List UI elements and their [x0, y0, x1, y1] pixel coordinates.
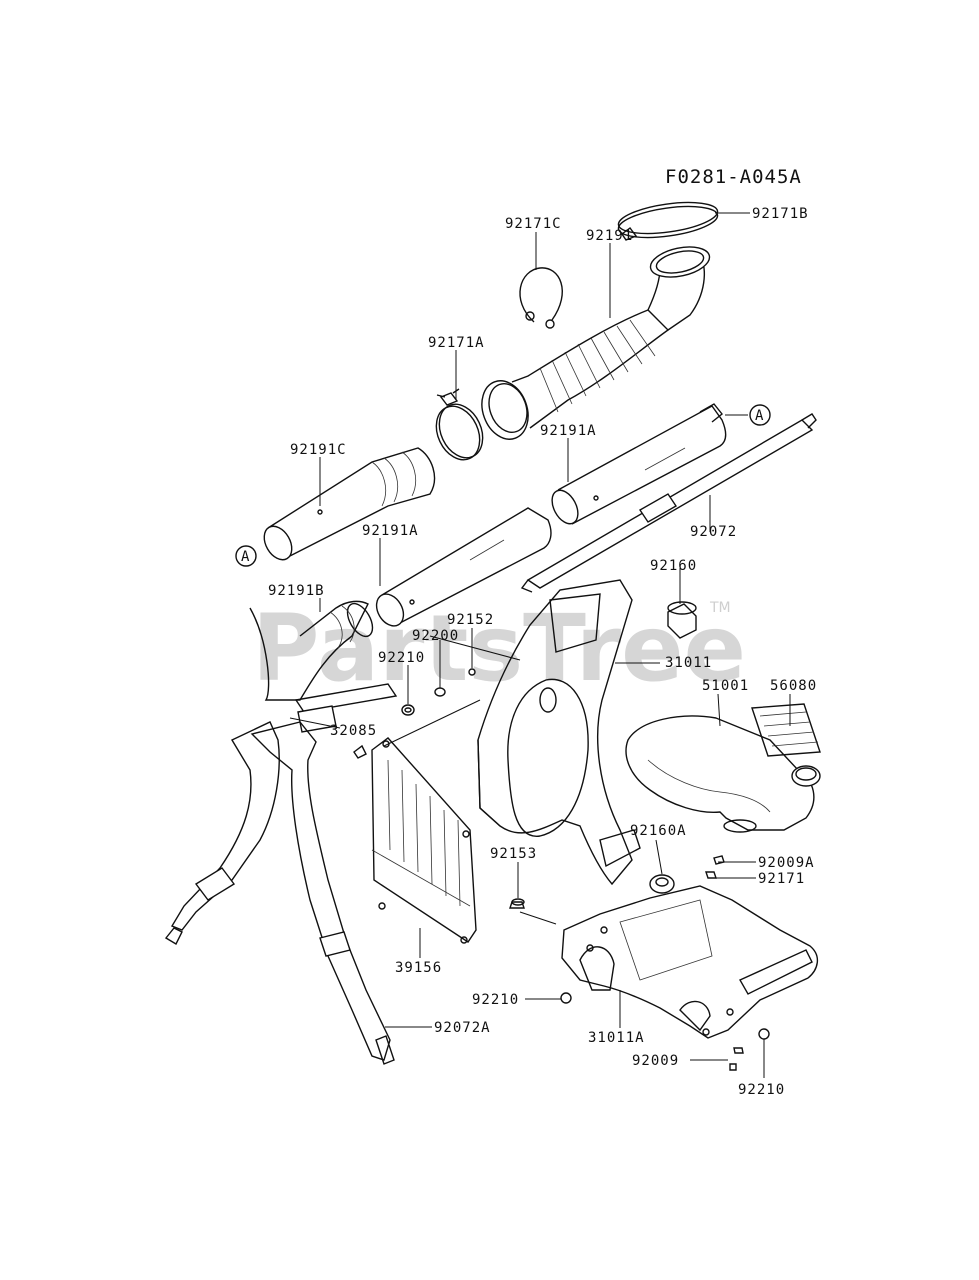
label-92160A: 92160A: [630, 823, 687, 839]
label-92171C: 92171C: [505, 216, 562, 232]
label-32085: 32085: [330, 723, 377, 739]
label-92191A-lower: 92191A: [362, 523, 419, 539]
label-31011: 31011: [665, 655, 712, 671]
bellows-hose-92191-drawing: [481, 246, 711, 440]
label-92153: 92153: [490, 846, 537, 862]
ref-marker-upper-text: A: [755, 408, 764, 424]
label-92171B: 92171B: [752, 206, 809, 222]
harness-left-drawing: [164, 721, 280, 945]
label-92009: 92009: [632, 1053, 679, 1069]
frame-31011-drawing: [477, 579, 641, 886]
tank-51001-drawing: [625, 715, 821, 833]
label-92191C: 92191C: [290, 442, 347, 458]
label-92191: 92191: [586, 228, 633, 244]
pipe-92191B-drawing: [249, 600, 374, 701]
label-31011A: 31011A: [588, 1030, 645, 1046]
label-92072A: 92072A: [434, 1020, 491, 1036]
ref-marker-upper: A: [749, 404, 771, 426]
label-92072: 92072: [690, 524, 737, 540]
label-92200: 92200: [412, 628, 459, 644]
label-92171: 92171: [758, 871, 805, 887]
label-92009A: 92009A: [758, 855, 815, 871]
label-92210-b: 92210: [472, 992, 519, 1008]
label-92191A-upper: 92191A: [540, 423, 597, 439]
damper-92160A-drawing: [649, 874, 675, 894]
harness-right-drawing: [250, 721, 395, 1065]
label-39156: 39156: [395, 960, 442, 976]
damper-92160-drawing: [667, 601, 697, 639]
label-92191B: 92191B: [268, 583, 325, 599]
base-frame-31011A-drawing: [561, 885, 818, 1039]
watermark-trademark: TM: [709, 600, 731, 616]
label-92171A: 92171A: [428, 335, 485, 351]
clamp-92171B-drawing: [617, 201, 719, 241]
label-56080-drawing: [751, 703, 821, 757]
bolt-92153-drawing: [509, 898, 525, 909]
label-51001: 51001: [702, 678, 749, 694]
leader-lines: [289, 212, 791, 1078]
pipe-92191A-upper-drawing: [551, 403, 727, 525]
pipe-92191C-drawing: [263, 447, 436, 561]
label-92160: 92160: [650, 558, 697, 574]
label-92210-c: 92210: [738, 1082, 785, 1098]
strap-92072-drawing: [520, 413, 817, 593]
label-56080: 56080: [770, 678, 817, 694]
screws-right-drawing: [705, 855, 744, 1071]
washers-92210-drawing: [560, 992, 770, 1040]
pipe-92191A-lower-drawing: [375, 507, 552, 627]
ref-marker-lower: A: [235, 545, 257, 567]
back-pad-39156-drawing: [353, 737, 477, 944]
label-92210-a: 92210: [378, 650, 425, 666]
diagram-code: F0281-A045A: [665, 166, 802, 188]
snap-ring-92171C-drawing: [519, 267, 563, 329]
ref-marker-lower-text: A: [241, 549, 250, 565]
label-92152: 92152: [447, 612, 494, 628]
